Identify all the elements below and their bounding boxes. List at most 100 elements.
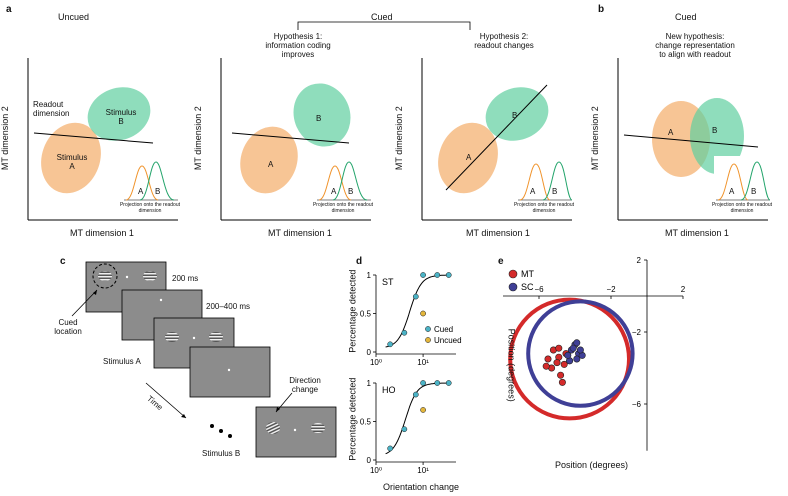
legend-cued-label: Cued bbox=[434, 325, 453, 334]
y-tick-label: 1 bbox=[367, 271, 372, 280]
rf-circle-mt bbox=[508, 297, 631, 421]
cued-point bbox=[420, 272, 426, 278]
rf-point-mt bbox=[553, 359, 561, 367]
rf-point-sc bbox=[576, 346, 584, 354]
rf-point-mt bbox=[542, 362, 550, 370]
xlabel-1: MT dimension 1 bbox=[70, 228, 134, 238]
y-tick-label: 1 bbox=[367, 379, 372, 388]
subplot-title: ST bbox=[382, 277, 394, 287]
hyp2-a-label: A bbox=[466, 153, 472, 162]
panel-e-ylabel: Position (degrees) bbox=[506, 328, 517, 402]
proj3-a: A bbox=[530, 187, 536, 196]
cued-point bbox=[434, 272, 441, 278]
x-tick-label: −2 bbox=[606, 285, 616, 294]
readout-dimension-label: Readout dimension bbox=[33, 100, 70, 119]
x-tick-label: −6 bbox=[534, 285, 544, 294]
rf-point-mt bbox=[560, 360, 568, 368]
x-tick-label: 10⁰ bbox=[370, 358, 382, 367]
stimulus-a-ellipse-label: Stimulus A bbox=[56, 153, 88, 172]
proj3-b: B bbox=[552, 187, 558, 196]
rf-point-sc bbox=[573, 339, 581, 347]
fit-curve bbox=[385, 274, 452, 348]
subplot-title: HO bbox=[382, 385, 396, 395]
diagram-new-hypothesis bbox=[617, 58, 771, 221]
rf-point-mt bbox=[555, 344, 563, 352]
frame-5 bbox=[255, 406, 337, 458]
legend-mt-marker bbox=[508, 269, 518, 279]
panel-b-letter: b bbox=[598, 4, 605, 15]
panel-a-letter: a bbox=[6, 4, 12, 15]
panel-d-letter: d bbox=[356, 256, 363, 267]
time-arrow bbox=[145, 382, 187, 419]
stimulus-b-label: Stimulus B bbox=[202, 449, 241, 458]
duration-200-label: 200 ms bbox=[172, 274, 199, 283]
y-tick-label: 0 bbox=[367, 348, 372, 357]
hypothesis2-text: Hypothesis 2: readout changes bbox=[474, 32, 534, 51]
uncued-point bbox=[420, 407, 426, 413]
legend-cued-marker bbox=[425, 326, 431, 332]
diagram-hyp2 bbox=[421, 58, 573, 221]
proj4-caption: Projection onto the readout dimension bbox=[711, 202, 773, 214]
x-tick-label: 2 bbox=[681, 285, 686, 294]
stimulus-a-label: Stimulus A bbox=[103, 357, 141, 366]
panel-c-letter: c bbox=[60, 256, 66, 267]
x-tick-label: 10⁰ bbox=[370, 466, 382, 475]
cued-bracket bbox=[297, 21, 471, 30]
legend-uncued-label: Uncued bbox=[434, 336, 462, 345]
legend-sc-label: SC bbox=[521, 282, 534, 292]
rf-point-mt bbox=[558, 378, 566, 386]
cued-point bbox=[412, 391, 419, 398]
proj3-caption: Projection onto the readout dimension bbox=[513, 202, 575, 214]
hyp1-b-label: B bbox=[316, 114, 322, 123]
cued-point bbox=[434, 380, 441, 386]
x-tick-label: 10¹ bbox=[417, 358, 429, 367]
diagram-hyp1 bbox=[220, 58, 371, 221]
fit-curve bbox=[385, 382, 452, 455]
cued-point bbox=[387, 341, 394, 348]
rf-point-sc bbox=[564, 351, 572, 359]
panelb-a-label: A bbox=[668, 128, 674, 137]
legend-uncued-marker bbox=[425, 337, 431, 343]
proj4-b: B bbox=[751, 187, 757, 196]
stimulus-b-ellipse-label: Stimulus B bbox=[105, 108, 137, 127]
proj2-b: B bbox=[348, 187, 354, 196]
panel-d-xlabel: Orientation change bbox=[383, 482, 460, 492]
new-hypothesis-text: New hypothesis: change representation to… bbox=[655, 32, 735, 60]
proj2-caption: Projection onto the readout dimension bbox=[312, 202, 374, 214]
diagram-uncued bbox=[27, 58, 178, 221]
y-tick-label: 0.5 bbox=[360, 418, 372, 427]
hypothesis1-text: Hypothesis 1: information coding improve… bbox=[265, 32, 331, 60]
y-tick-label: 2 bbox=[637, 256, 642, 265]
cued-title: Cued bbox=[371, 12, 393, 22]
uncued-title: Uncued bbox=[58, 12, 90, 22]
hyp2-b-label: B bbox=[512, 111, 518, 120]
cued-point bbox=[445, 380, 452, 386]
y-tick-label: 0.5 bbox=[360, 310, 372, 319]
rf-point-mt bbox=[544, 355, 552, 363]
proj4-a: A bbox=[729, 187, 735, 196]
rf-point-mt bbox=[557, 371, 565, 379]
xlabel-3: MT dimension 1 bbox=[466, 228, 530, 238]
legend-mt-label: MT bbox=[521, 269, 534, 279]
duration-200-400-label: 200–400 ms bbox=[206, 302, 251, 311]
x-tick-label: 10¹ bbox=[417, 466, 429, 475]
direction-change-label: Direction change bbox=[289, 376, 321, 395]
frame-4 bbox=[189, 346, 271, 398]
cued-point bbox=[412, 293, 419, 300]
xlabel-2: MT dimension 1 bbox=[268, 228, 332, 238]
panelb-xlabel: MT dimension 1 bbox=[665, 228, 729, 238]
uncued-point bbox=[420, 310, 426, 317]
proj1-a: A bbox=[138, 187, 144, 196]
cued-point bbox=[401, 329, 408, 336]
rf-circle-sc bbox=[526, 299, 635, 408]
cued-point bbox=[401, 426, 408, 433]
proj1-caption: Projection onto the readout dimension bbox=[119, 202, 181, 214]
panel-b-cued-title: Cued bbox=[675, 12, 697, 22]
cued-location-label: Cued location bbox=[54, 318, 82, 337]
cued-point bbox=[420, 380, 426, 386]
rf-point-sc bbox=[573, 355, 581, 363]
